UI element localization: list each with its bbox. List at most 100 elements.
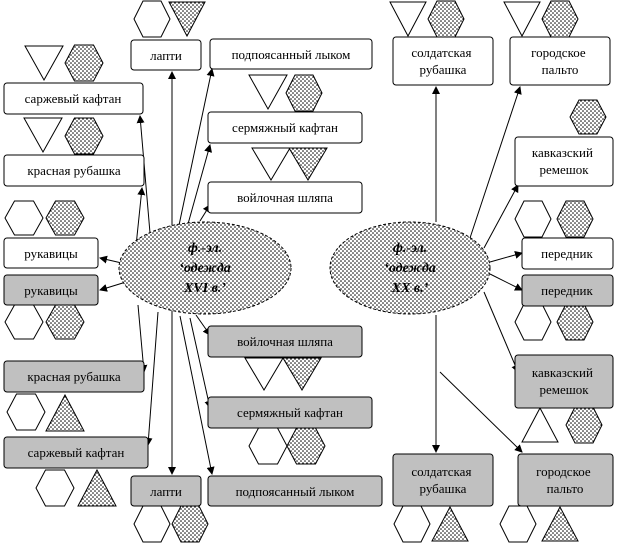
node-label-line: городское: [531, 45, 586, 60]
node-label-line: кавказский: [532, 365, 593, 380]
node-lapti: лапти: [130, 39, 202, 71]
dotted-hexagon-shape: [565, 406, 603, 444]
dotted-hexagon-shape: [556, 200, 594, 238]
connector-arrow: [489, 251, 523, 263]
node-label-line: ремешок: [539, 162, 589, 177]
triangle-shape: [244, 357, 284, 391]
dotted-hexagon-shape: [541, 0, 579, 38]
node-label: войлочная шляпа: [237, 190, 333, 205]
dotted-hexagon-shape: [64, 117, 104, 155]
node-voylochnaya-shlyapa-xx: войлочная шляпа: [207, 325, 363, 358]
node-krasnaya-rubashka-xx: красная рубашка: [3, 360, 145, 393]
node-box: [209, 38, 373, 70]
node-label: солдатская рубашка: [411, 464, 474, 496]
node-box: [207, 475, 383, 507]
node-soldatskaya-rubashka: солдатская рубашка: [392, 36, 494, 86]
dotted-hexagon-shape: [286, 427, 326, 465]
hexagon-shape: [514, 303, 552, 341]
triangle-shape: [24, 45, 64, 82]
node-rukavitsy: рукавицы: [3, 237, 99, 269]
connector-arrow: [144, 311, 159, 446]
node-box: [130, 475, 202, 507]
node-label: передник: [541, 283, 593, 298]
node-box: [3, 82, 144, 115]
hexagon-shape: [133, 505, 171, 543]
node-label: красная рубашка: [27, 163, 120, 178]
dotted-hexagon-shape: [285, 74, 323, 112]
connector-arrows: [99, 68, 523, 475]
node-krasnaya-rubashka: красная рубашка: [3, 154, 145, 187]
node-box: [3, 154, 145, 187]
node-label: лапти: [150, 48, 182, 63]
hexagon-shape: [4, 200, 44, 236]
node-label: саржевый кафтан: [28, 445, 125, 460]
node-label: кавказский ремешок: [532, 145, 596, 177]
connector-arrow: [189, 317, 213, 409]
hexagon-shape: [133, 0, 171, 38]
node-label: городское пальто: [536, 464, 594, 496]
node-label: сермяжный кафтан: [232, 120, 338, 135]
connector-arrow: [136, 115, 151, 234]
node-kavkazsky-remeshok-xx: кавказский ремешок: [514, 354, 614, 409]
node-sermyazhny-kaftan: сермяжный кафтан: [207, 111, 363, 144]
center-label-line2: ‘одежда: [384, 261, 436, 276]
node-label-line: пальто: [542, 62, 579, 77]
connector-arrow: [187, 144, 212, 225]
connector-arrow: [179, 315, 215, 475]
node-box: [207, 325, 363, 358]
node-label-line: солдатская: [411, 464, 471, 479]
dotted-hexagon-shape: [569, 99, 607, 135]
feature-shapes: [4, 0, 607, 543]
connector-arrow: [99, 281, 127, 292]
node-box: [514, 354, 614, 409]
node-box: [3, 360, 145, 393]
node-box: [130, 39, 202, 71]
node-podpoyasanny: подпоясанный лыком: [209, 38, 373, 70]
node-label: войлочная шляпа: [237, 334, 333, 349]
node-lapti-xx: лапти: [130, 475, 202, 507]
connector-arrow: [439, 371, 523, 453]
node-box: [207, 396, 373, 429]
dotted-hexagon-shape: [171, 505, 209, 543]
dotted-triangle-shape: [288, 147, 328, 181]
hexagon-shape: [6, 393, 46, 431]
node-box: [521, 237, 614, 270]
center-node-xx: ф.-эл. ‘одежда XX в.’: [329, 221, 491, 315]
hexagon-shape: [499, 505, 537, 543]
connector-arrow: [483, 291, 519, 373]
dotted-hexagon-shape: [45, 304, 85, 340]
node-label: солдатская рубашка: [411, 45, 474, 77]
node-box: [3, 274, 99, 306]
node-gorodskoe-palto-xx: городское пальто: [517, 453, 614, 507]
node-box: [392, 453, 494, 507]
triangle-shape: [521, 406, 559, 443]
dotted-hexagon-shape: [64, 44, 104, 82]
node-box: [521, 274, 614, 307]
node-label: кавказский ремешок: [532, 365, 596, 397]
node-gorodskoe-palto: городское пальто: [509, 36, 611, 86]
node-label-line: городское: [536, 464, 591, 479]
connector-arrow: [469, 86, 522, 239]
connector-arrow: [489, 273, 523, 291]
dotted-triangle-shape: [541, 505, 579, 542]
node-label: подпоясанный лыком: [232, 47, 351, 62]
node-soldatskaya-rubashka-xx: солдатская рубашка: [392, 453, 494, 507]
dotted-hexagon-shape: [556, 303, 594, 341]
node-label: подпоясанный лыком: [236, 484, 355, 499]
node-label-line: кавказский: [532, 145, 593, 160]
node-label: рукавицы: [24, 283, 78, 298]
center-ellipse-xvi: [118, 221, 292, 315]
node-box: [3, 237, 99, 269]
node-label: лапти: [150, 484, 182, 499]
node-label: передник: [541, 246, 593, 261]
node-box: [392, 36, 494, 86]
center-node-xvi: ф.-эл. ‘одежда XVI в.’: [118, 221, 292, 315]
node-label-line: солдатская: [411, 45, 471, 60]
node-podpoyasanny-xx: подпоясанный лыком: [207, 475, 383, 507]
dotted-triangle-shape: [45, 393, 85, 432]
node-box: [509, 36, 611, 86]
node-perednik: передник: [521, 237, 614, 270]
node-perednik-xx: передник: [521, 274, 614, 307]
node-label: рукавицы: [24, 246, 78, 261]
triangle-shape: [248, 74, 288, 111]
